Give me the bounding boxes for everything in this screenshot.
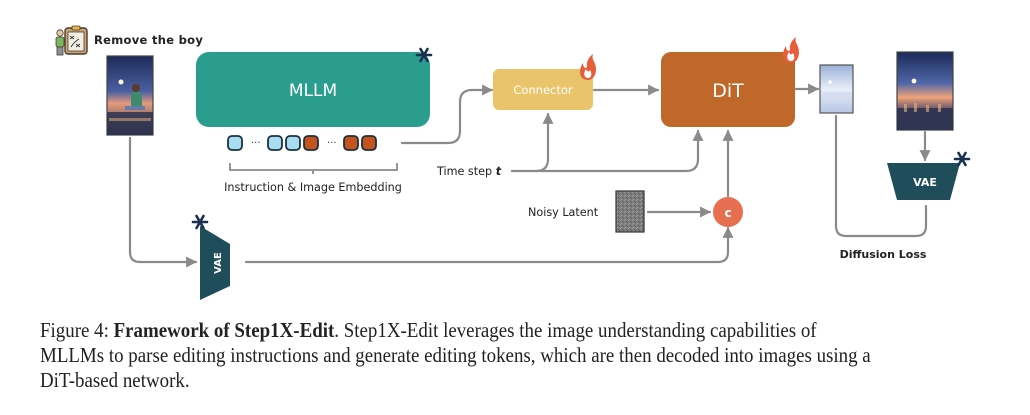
arrow-input-to-vae: [128, 136, 198, 268]
frozen-snowflake-icon: [415, 47, 433, 63]
vae-target-label: VAE: [913, 176, 937, 189]
embedding-bracket: [229, 163, 398, 174]
instruction-token: [227, 135, 243, 151]
vae-target-block: [887, 163, 960, 200]
token-ellipsis: ···: [327, 138, 337, 149]
diffusion-loss-path: [834, 114, 928, 238]
trainable-flame-icon: [580, 54, 596, 80]
instruction-text: Remove the boy: [94, 33, 203, 47]
concat-node: [713, 197, 743, 227]
input-image: [106, 55, 154, 136]
dit-block: [661, 52, 795, 127]
connector-label: Connector: [513, 83, 573, 97]
mllm-block: [196, 52, 430, 127]
vae-input-label: VAE: [213, 252, 224, 274]
framework-diagram: Remove the boy MLLM ··· ··· Instruction &…: [55, 25, 971, 300]
mllm-label: MLLM: [289, 81, 337, 101]
arrow-vae-to-concat: [244, 226, 734, 264]
caption-prefix: Figure 4:: [40, 318, 114, 342]
image-token: [361, 135, 377, 151]
frozen-snowflake-icon: [191, 214, 209, 230]
predicted-output-image: [819, 64, 854, 114]
instruction-token: [267, 135, 283, 151]
token-ellipsis: ···: [251, 138, 261, 149]
concat-label: c: [724, 206, 731, 220]
image-token: [303, 135, 319, 151]
caption-body: . Step1X-Edit leverages the image unders…: [40, 318, 871, 392]
arrow-timestep-to-dit: [534, 129, 704, 173]
noisy-latent-image: [615, 190, 645, 233]
vae-input-block: [200, 226, 230, 300]
diffusion-loss-label: Diffusion Loss: [840, 248, 927, 261]
timestep-variable: t: [496, 165, 502, 178]
target-image: [896, 51, 954, 131]
frozen-snowflake-icon: [953, 151, 971, 167]
arrow-timestep-to-connector: [510, 112, 554, 173]
timestep-label: Time step t: [436, 165, 502, 178]
timestep-text: Time step: [436, 165, 492, 178]
instruction-token: [285, 135, 301, 151]
trainable-flame-icon: [783, 37, 799, 63]
caption-title: Framework of Step1X-Edit: [113, 318, 335, 342]
image-token: [343, 135, 359, 151]
instruction-icon: [55, 25, 88, 56]
noisy-latent-label: Noisy Latent: [528, 206, 599, 219]
connector-block: [493, 69, 593, 110]
figure-caption: Figure 4: Framework of Step1X-Edit. Step…: [40, 318, 885, 393]
embedding-tokens: ··· ···: [227, 135, 377, 151]
dit-label: DiT: [712, 80, 744, 102]
embedding-label: Instruction & Image Embedding: [224, 181, 402, 194]
arrow-tokens-to-connector: [400, 84, 494, 145]
